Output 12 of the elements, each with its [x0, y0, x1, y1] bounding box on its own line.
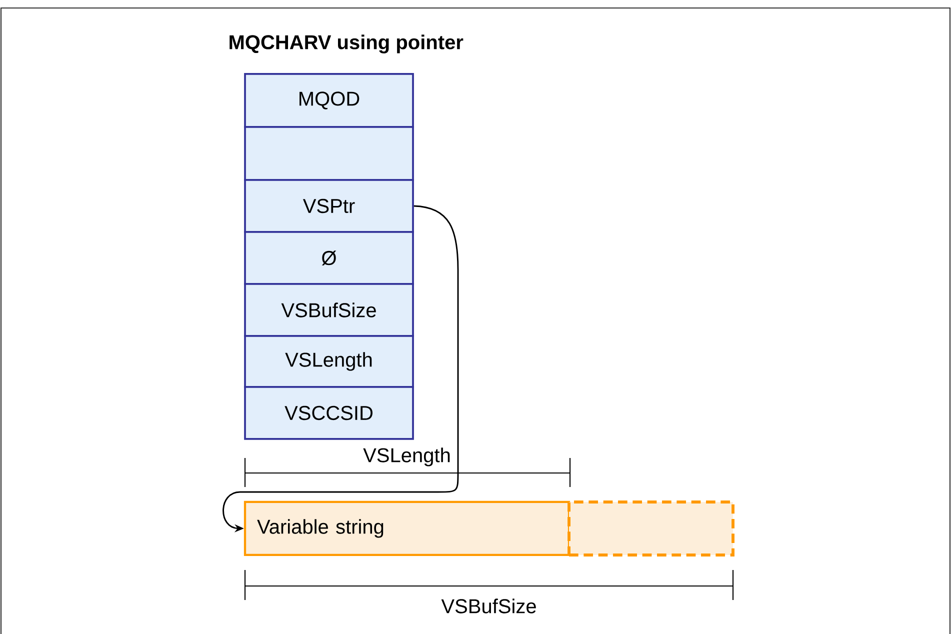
string-box: Variable string [244, 500, 570, 556]
structure-field: Ø [244, 231, 414, 285]
structure-field: VSLength [244, 335, 414, 388]
dimension-label: VSBufSize [441, 598, 536, 614]
structure-field: VSPtr [244, 179, 414, 233]
structure-field: VSCCSID [244, 386, 414, 440]
buffer-space-box [568, 500, 734, 556]
title: MQCHARV using pointer [230, 34, 464, 54]
structure-field: VSBufSize [244, 283, 414, 337]
structure-field: MQOD [244, 73, 414, 128]
dimension-label: VSLength [363, 448, 450, 466]
structure-field [244, 126, 414, 181]
